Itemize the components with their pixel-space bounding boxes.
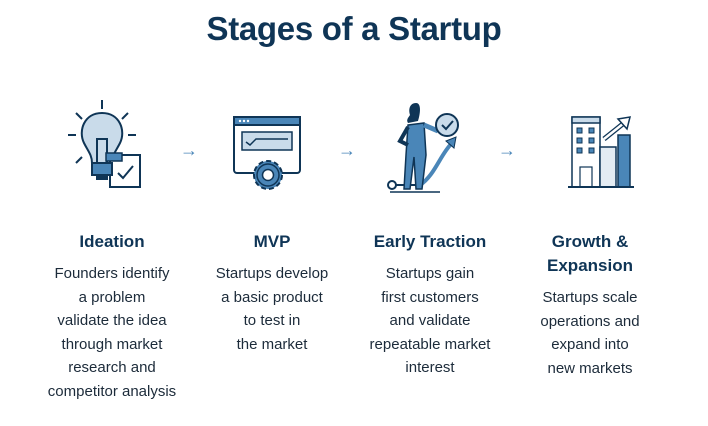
desc-line: through market xyxy=(61,335,163,353)
browser-gear-icon xyxy=(233,116,301,190)
desc-line: operations and xyxy=(540,312,640,330)
desc-line: a problem xyxy=(78,288,146,306)
desc-line: Startups gain xyxy=(385,265,475,282)
stage-heading: Ideation xyxy=(79,232,145,251)
desc-line: expand into xyxy=(551,336,629,353)
stage-heading: Early Traction xyxy=(373,232,487,251)
desc-line: the market xyxy=(236,335,308,353)
desc-line: to test in xyxy=(243,312,301,329)
stage-early-traction: Early Traction Startups gain first custo… xyxy=(350,95,510,380)
heading-line: Growth & xyxy=(551,232,629,251)
stage-heading: MVP xyxy=(253,232,291,251)
stage-description: Startups develop a basic product to test… xyxy=(192,262,352,356)
heading-line: Expansion xyxy=(547,256,633,275)
desc-line: validate the idea xyxy=(57,312,167,329)
stage-ideation: Ideation Founders identify a problem val… xyxy=(32,95,192,403)
stage-description: Startups gain first customers and valida… xyxy=(350,262,510,380)
desc-line: a basic product xyxy=(221,288,323,306)
lightbulb-checklist-icon xyxy=(68,100,141,188)
desc-line: new markets xyxy=(547,359,633,377)
desc-line: Startups develop xyxy=(215,265,329,282)
arrow-icon: → xyxy=(180,140,198,160)
desc-line: interest xyxy=(405,359,455,376)
desc-line: and validate xyxy=(389,312,471,329)
desc-line: Founders identify xyxy=(54,265,170,282)
arrow-icon: → xyxy=(498,140,516,160)
stage-description: Startups scale operations and expand int… xyxy=(510,286,670,380)
stage-description: Founders identify a problem validate the… xyxy=(32,262,192,403)
desc-line: repeatable market xyxy=(369,335,491,353)
stage-growth-expansion: Growth & Expansion Startups scale operat… xyxy=(510,95,670,380)
person-growth-arrow-icon xyxy=(387,103,459,193)
page-title: Stages of a Startup xyxy=(206,10,502,47)
stage-heading: Growth & Expansion xyxy=(510,230,670,278)
desc-line: competitor analysis xyxy=(47,382,177,400)
desc-line: Startups scale xyxy=(542,289,638,306)
desc-line: first customers xyxy=(381,288,479,306)
stage-mvp: MVP Startups develop a basic product to … xyxy=(192,95,352,356)
building-chart-icon xyxy=(568,116,634,188)
desc-line: research and xyxy=(68,359,156,376)
arrow-icon: → xyxy=(338,140,356,160)
